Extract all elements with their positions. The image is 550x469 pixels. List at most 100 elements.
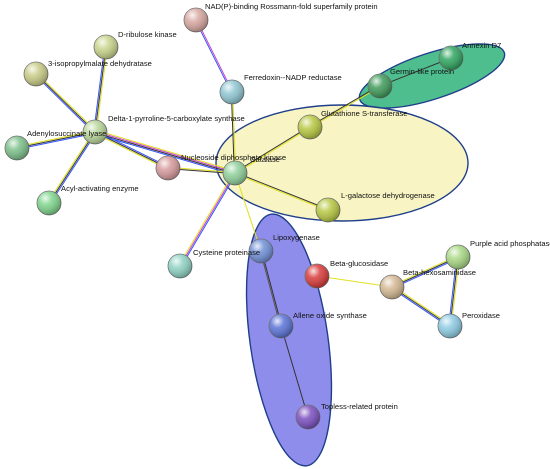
node-catalase-shine [223, 161, 247, 185]
node-germin-like-shine [368, 74, 392, 98]
edge-strand [16, 131, 96, 149]
node-gst-label: Glutathione S-transferase [321, 109, 408, 118]
node-peroxidase-label: Peroxidase [462, 311, 500, 320]
node-allene-oxide-synthase-label: Allene oxide synthase [293, 311, 367, 320]
edge-strand [316, 275, 393, 288]
node-lipoxygenase[interactable]: Lipoxygenase [248, 233, 320, 264]
node-galdh-label: L-galactose dehydrogenase [341, 191, 435, 200]
node-ribulose-kinase[interactable]: D-ribulose kinase [93, 30, 177, 60]
node-catalase[interactable]: Catalase [222, 155, 280, 186]
edge-strand [36, 72, 97, 132]
node-beta-hexosaminidase-label: Beta-hexosaminidase [403, 268, 476, 277]
edge-strand [235, 127, 311, 174]
node-acyl-activating-label: Acyl-activating enzyme [61, 184, 139, 193]
node-allene-oxide-synthase-shine [269, 314, 293, 338]
edge-strand [379, 57, 452, 87]
edge-strand [180, 173, 237, 267]
node-annexin-d7[interactable]: Annexin D7 [438, 41, 501, 71]
edge-strand [179, 172, 236, 267]
node-adenylosuccinate[interactable]: Adenylosuccinate lyase [4, 129, 106, 161]
node-annexin-d7-label: Annexin D7 [462, 41, 501, 50]
edge-germin_like-gst [309, 85, 381, 128]
node-nadp-rossmann-label: NAD(P)-binding Rossmann-fold superfamily… [205, 2, 378, 11]
edge-strand [49, 132, 97, 204]
node-ferredoxin-nadp[interactable]: Ferredoxin--NADP reductase [219, 73, 342, 105]
node-galdh[interactable]: L-galactose dehydrogenase [315, 191, 435, 223]
edge-strand [234, 173, 328, 212]
node-annexin-d7-shine [439, 46, 463, 70]
edge-adenylosuccinate-p5c_synthase [16, 130, 96, 150]
edge-strand [94, 132, 168, 170]
node-peroxidase-shine [438, 314, 462, 338]
node-p5c-synthase-shine [83, 120, 107, 144]
edge-acyl_activating-p5c_synthase [47, 131, 97, 204]
node-nadp-rossmann[interactable]: NAD(P)-binding Rossmann-fold superfamily… [183, 2, 378, 33]
node-ferredoxin-nadp-shine [220, 80, 244, 104]
edge-ferredoxin_nadp-catalase [230, 91, 237, 174]
node-ndk[interactable]: Nucleoside diphosphate kinase [155, 153, 286, 181]
edge-strand [280, 325, 309, 418]
node-purple-acid-phosphatase-shine [446, 245, 470, 269]
edge-strand [95, 47, 108, 133]
node-gst[interactable]: Glutathione S-transferase [297, 109, 408, 140]
node-ndk-shine [156, 156, 180, 180]
edge-ribulose_kinase-p5c_synthase [93, 46, 108, 133]
edge-lipoxygenase-catalase [234, 172, 262, 252]
node-ndk-label: Nucleoside diphosphate kinase [181, 153, 286, 162]
node-catalase-label: Catalase [250, 155, 280, 164]
node-topless-related[interactable]: Topless-related protein [295, 402, 398, 430]
edge-strand [94, 132, 235, 175]
edge-strand [234, 126, 310, 173]
node-allene-oxide-synthase[interactable]: Allene oxide synthase [268, 311, 367, 339]
node-gst-shine [298, 115, 322, 139]
node-ipm-dehydratase[interactable]: 3-isopropylmalate dehydratase [23, 59, 152, 87]
node-p5c-synthase-label: Delta-1-pyrroline-5-carboxylate synthase [108, 114, 245, 123]
edge-strand [48, 131, 96, 204]
node-beta-glucosidase-label: Beta-glucosidase [330, 259, 388, 268]
edge-galdh-catalase [234, 171, 329, 212]
edge-strand [194, 20, 232, 93]
node-acyl-activating-shine [37, 191, 61, 215]
node-purple-acid-phosphatase[interactable]: Purple acid phosphatase [445, 239, 550, 270]
edge-strand [309, 85, 380, 127]
cluster-green [358, 43, 506, 109]
node-ferredoxin-nadp-label: Ferredoxin--NADP reductase [244, 73, 342, 82]
edge-strand [93, 46, 106, 132]
node-ribulose-kinase-label: D-ribulose kinase [118, 30, 177, 39]
node-germin-like[interactable]: Germin-like protein [367, 67, 454, 99]
edge-layer [16, 19, 460, 418]
node-p5c-synthase[interactable]: Delta-1-pyrroline-5-carboxylate synthase [82, 114, 245, 145]
node-peroxidase[interactable]: Peroxidase [437, 311, 500, 339]
cluster-yellow [215, 104, 469, 222]
node-nadp-rossmann-shine [184, 8, 208, 32]
edge-nadp_rossmann-ferredoxin_nadp [194, 19, 234, 93]
edge-p5c_synthase-catalase [94, 129, 236, 176]
edge-strand [178, 172, 235, 266]
node-cysteine-proteinase-shine [168, 254, 192, 278]
edge-ipm_dehydratase-p5c_synthase [34, 72, 97, 134]
node-adenylosuccinate-label: Adenylosuccinate lyase [27, 129, 106, 138]
edge-strand [196, 19, 234, 92]
node-beta-glucosidase[interactable]: Beta-glucosidase [304, 259, 388, 289]
node-cysteine-proteinase[interactable]: Cysteine proteinase [167, 248, 260, 279]
edge-strand [95, 130, 236, 173]
edge-strand [47, 131, 95, 203]
edge-germin_like-annexin_d7 [379, 57, 452, 87]
edge-strand [94, 46, 107, 133]
node-ribulose-kinase-shine [94, 35, 118, 59]
node-adenylosuccinate-shine [5, 136, 29, 160]
node-ipm-dehydratase-label: 3-isopropylmalate dehydratase [48, 59, 152, 68]
node-cysteine-proteinase-label: Cysteine proteinase [193, 248, 260, 257]
node-acyl-activating[interactable]: Acyl-activating enzyme [36, 184, 139, 216]
edge-strand [259, 251, 281, 327]
node-beta-hexosaminidase[interactable]: Beta-hexosaminidase [379, 268, 476, 300]
node-galdh-shine [316, 198, 340, 222]
edge-strand [310, 86, 381, 128]
edge-strand [35, 73, 96, 133]
edge-strand [234, 172, 262, 252]
edge-allene_oxide_synthase-topless_related [280, 325, 309, 418]
node-topless-related-label: Topless-related protein [321, 402, 398, 411]
node-germin-like-label: Germin-like protein [390, 67, 454, 76]
node-lipoxygenase-label: Lipoxygenase [273, 233, 320, 242]
